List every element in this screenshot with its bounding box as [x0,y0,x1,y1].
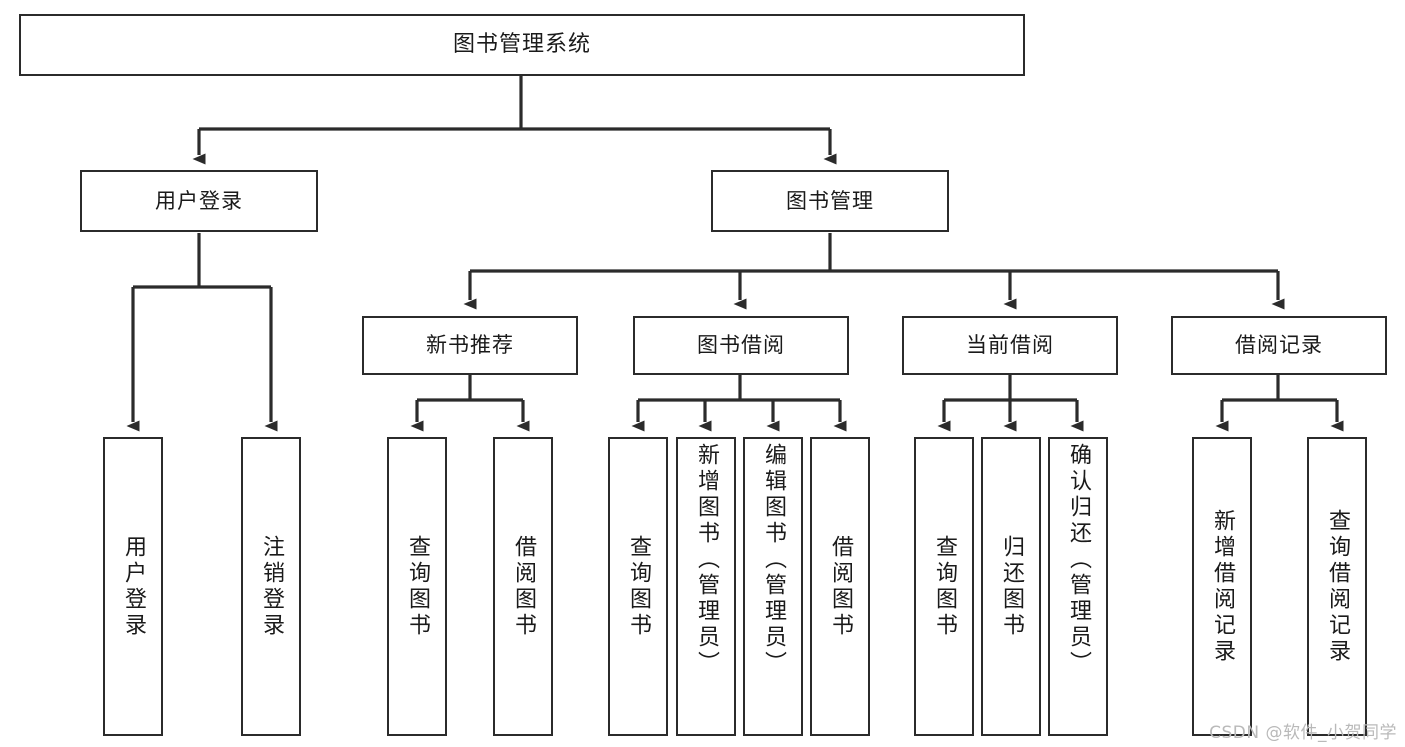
node-label: 新增图书（管理员） [694,443,719,677]
node-user-login[interactable]: 用户登录 [80,170,318,232]
node-label: 借阅图书 [511,534,536,639]
leaf-current-return-book[interactable]: 归还图书 [981,437,1041,736]
node-label: 注销登录 [259,534,284,639]
node-label: 图书管理 [786,188,874,213]
leaf-record-query-borrow-record[interactable]: 查询借阅记录 [1307,437,1367,736]
node-label: 查询图书 [405,534,430,639]
node-label: 新书推荐 [426,333,514,358]
node-label: 当前借阅 [966,333,1054,358]
leaf-borrow-borrow-book[interactable]: 借阅图书 [810,437,870,736]
node-label: 图书管理系统 [452,32,591,58]
node-label: 用户登录 [121,534,146,639]
node-label: 借阅记录 [1235,333,1323,358]
node-book-management[interactable]: 图书管理 [711,170,949,232]
leaf-current-query-book[interactable]: 查询图书 [914,437,974,736]
node-label: 用户登录 [155,188,243,213]
leaf-newbook-borrow-book[interactable]: 借阅图书 [493,437,553,736]
node-label: 编辑图书（管理员） [761,443,786,677]
node-current-borrowing[interactable]: 当前借阅 [902,316,1118,375]
node-label: 查询图书 [626,534,651,639]
leaf-user-login-signin[interactable]: 用户登录 [103,437,163,736]
node-root-library-management-system[interactable]: 图书管理系统 [19,14,1025,76]
leaf-newbook-query-book[interactable]: 查询图书 [387,437,447,736]
node-new-book-recommendation[interactable]: 新书推荐 [362,316,578,375]
leaf-current-confirm-return-admin[interactable]: 确认归还（管理员） [1048,437,1108,736]
leaf-borrow-edit-book-admin[interactable]: 编辑图书（管理员） [743,437,803,736]
leaf-user-login-signout[interactable]: 注销登录 [241,437,301,736]
leaf-record-add-borrow-record[interactable]: 新增借阅记录 [1192,437,1252,736]
node-label: 查询借阅记录 [1325,508,1350,665]
node-borrowing-records[interactable]: 借阅记录 [1171,316,1387,375]
node-label: 借阅图书 [828,534,853,639]
node-label: 图书借阅 [697,333,785,358]
node-label: 归还图书 [999,534,1024,639]
node-book-borrowing[interactable]: 图书借阅 [633,316,849,375]
leaf-borrow-query-book[interactable]: 查询图书 [608,437,668,736]
leaf-borrow-add-book-admin[interactable]: 新增图书（管理员） [676,437,736,736]
node-label: 查询图书 [932,534,957,639]
node-label: 新增借阅记录 [1210,508,1235,665]
node-label: 确认归还（管理员） [1066,443,1091,677]
